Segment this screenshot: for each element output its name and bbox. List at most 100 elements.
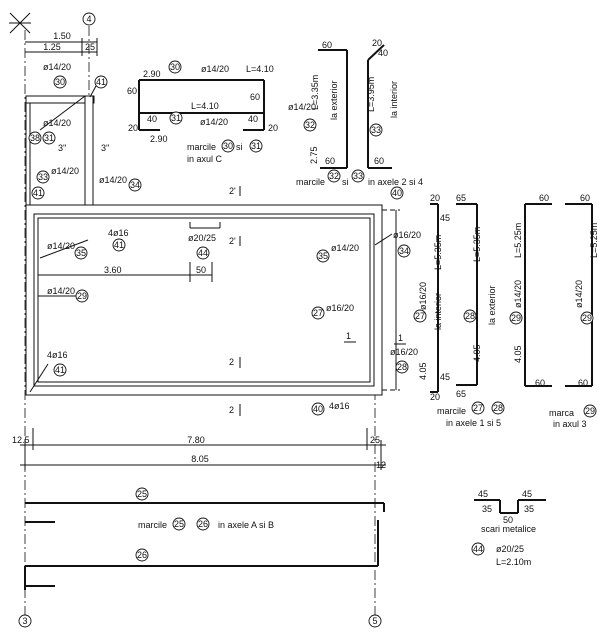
- plan-c40-bottom: 40: [313, 404, 323, 414]
- bar27-dia: ø16/20: [418, 282, 428, 310]
- bar30-c30: 30: [170, 62, 180, 72]
- bar32-c32b: 32: [329, 171, 339, 181]
- bar-29-detail: 60 L=5.25m ø14/20 29 4.05 60 60 L=5.25m …: [509, 193, 599, 429]
- bar28-b65: 65: [456, 389, 466, 399]
- bar33-t40: 40: [378, 48, 388, 58]
- cross-c30: 30: [55, 77, 65, 87]
- bar-25-26-detail: 25 marcile 25 26 in axele A si B 26: [24, 487, 385, 590]
- bar30-len1: 2.90: [143, 69, 161, 79]
- cross-3a: 3'': [58, 143, 67, 153]
- plan-c27: 27: [313, 308, 323, 318]
- stair-caption: scari metalice: [481, 524, 536, 534]
- dim-1-25: 1.25: [43, 42, 61, 52]
- bar-32-33-detail: 60 L=3.35m la exterior ø14/20 32 2.75 60…: [288, 38, 423, 187]
- plan-bar-34: ø16/20: [393, 230, 421, 240]
- plan-c40-top: 40: [392, 188, 402, 198]
- bar30-si: si: [236, 142, 243, 152]
- bar25-caption: marcile: [138, 520, 167, 530]
- plan-bar-27: ø16/20: [326, 303, 354, 313]
- bar29-h405: 4.05: [513, 345, 523, 363]
- bar32-caption: marcile: [296, 177, 325, 187]
- stair-dia: ø20/25: [496, 544, 524, 554]
- dim-1-50: 1.50: [53, 31, 71, 41]
- bar32-dia: ø14/20: [288, 102, 316, 112]
- stair-d35b: 35: [524, 504, 534, 514]
- cross-c38: 38: [30, 133, 40, 143]
- bar29-c29a: 29: [511, 313, 521, 323]
- plan-c28: 28: [397, 362, 407, 372]
- bar27-L: L=5.35m: [433, 235, 443, 270]
- cross-3b: 3'': [101, 143, 110, 153]
- section-2prime-mid: 2': [229, 236, 236, 246]
- cross-c31: 31: [44, 133, 54, 143]
- cross-bar-1: ø14/20: [43, 62, 71, 72]
- bar29-dia2: ø14/20: [574, 280, 584, 308]
- bar30-L1: L=4.10: [246, 64, 274, 74]
- bar33-L2: L=3.95m: [366, 77, 376, 112]
- bar28-ext: la exterior: [487, 285, 497, 325]
- plan-bar-28: ø16/20: [390, 347, 418, 357]
- plan-sec2b: 2: [229, 405, 234, 415]
- bar32-L1: L=3.35m: [310, 75, 320, 110]
- bar29-La: L=5.25m: [513, 223, 523, 258]
- bar28-c27b: 27: [473, 403, 483, 413]
- plan-c34: 34: [399, 246, 409, 256]
- bar29-t60b: 60: [580, 193, 590, 203]
- bar32-h275: 2.75: [309, 146, 319, 164]
- axis-4-marker: 4: [82, 12, 96, 26]
- bar26-c26b: 26: [198, 519, 208, 529]
- stair-detail: 45 45 35 35 50 scari metalice 44 ø20/25 …: [471, 489, 546, 567]
- axis-cross-marker: [9, 12, 31, 34]
- bar32-ext: la exterior: [329, 80, 339, 120]
- bar33-b60b: 60: [374, 156, 384, 166]
- stair-c44: 44: [473, 544, 483, 554]
- bar29-b60a: 60: [535, 378, 545, 388]
- plan-dia-20-25: ø20/25: [188, 233, 216, 243]
- bar28-c28b: 28: [493, 403, 503, 413]
- stair-d45a: 45: [478, 489, 488, 499]
- bar33-c33: 33: [371, 125, 381, 135]
- top-dimensions: 1.50 1.25 25: [25, 31, 98, 56]
- bar27-b45: 45: [440, 372, 450, 382]
- stair-L: L=2.10m: [496, 557, 531, 567]
- bar-30-31-detail: 30 2.90 ø14/20 L=4.10 60 60 L=4.10 40 40…: [127, 60, 278, 164]
- bar27-t20: 20: [430, 193, 440, 203]
- bar30-d20a: 20: [128, 123, 138, 133]
- bar30-len2: 2.90: [150, 134, 168, 144]
- bar29-caption2: in axul 3: [553, 419, 587, 429]
- bar28-h405: 4.05: [472, 344, 482, 362]
- plan-c35: 35: [76, 248, 86, 258]
- bar28-t65: 65: [456, 193, 466, 203]
- plan-4o16-a: 4ø16: [108, 228, 129, 238]
- plan-c41: 41: [114, 240, 124, 250]
- bar30-d40b: 40: [248, 114, 258, 124]
- stair-d50: 50: [503, 515, 513, 525]
- plan-4o16-b: 4ø16: [47, 350, 68, 360]
- cross-bar-4: ø14/20: [99, 175, 127, 185]
- cross-bar-3: ø14/20: [51, 166, 79, 176]
- bar28-caption2: in axele 1 si 5: [446, 418, 501, 428]
- stair-d45b: 45: [522, 489, 532, 499]
- cross-section-detail: 41 ø14/20 30 ø14/20 38 31 3'' 3'' ø14/20…: [25, 62, 142, 211]
- cross-c32: 34: [130, 180, 140, 190]
- bar29-dia1: ø14/20: [513, 280, 523, 308]
- bar30-L2: L=4.10: [191, 101, 219, 111]
- stair-d35a: 35: [482, 504, 492, 514]
- bar30-d20b: 20: [268, 123, 278, 133]
- main-plan: 2' 2' 40 4ø16 41 ø20/25 44 ø14/20 35 35 …: [25, 186, 421, 416]
- dim-25-bottom: 25: [370, 435, 380, 445]
- bar33-t20: 20: [372, 38, 382, 48]
- bar30-caption1: marcile: [187, 142, 216, 152]
- plan-sec1-right: 1: [398, 333, 403, 343]
- bar30-h60a: 60: [127, 86, 137, 96]
- bar29-Lb: L=5.25m: [589, 223, 599, 258]
- bar29-caption: marca: [549, 408, 574, 418]
- bar25-caption2: in axele A si B: [218, 520, 274, 530]
- plan-dim-50: 50: [196, 265, 206, 275]
- bar30-d40a: 40: [147, 114, 157, 124]
- plan-bar-35: ø14/20: [47, 241, 75, 251]
- cross-bar-2: ø14/20: [43, 118, 71, 128]
- bar-27-detail: 20 45 L=5.35m la interior ø16/20 27 4.05…: [413, 193, 450, 402]
- axis-4-label: 4: [86, 14, 91, 24]
